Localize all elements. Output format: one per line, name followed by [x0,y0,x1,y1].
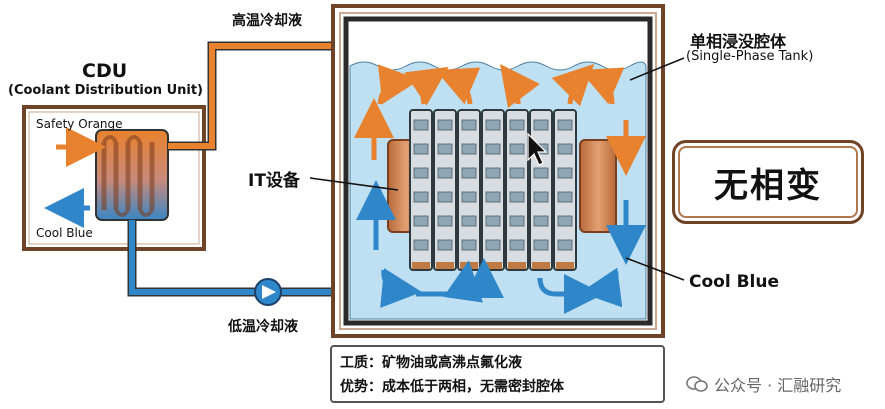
it-card-chip [557,143,573,155]
it-card-connector [508,262,526,269]
it-card-chip [557,239,573,251]
it-card-chip [461,239,477,251]
it-card-chip [437,215,453,227]
it-card-chip [557,215,573,227]
cursor-icon [527,132,548,166]
cdu-outlet-label: Cool Blue [36,226,93,240]
heat-exchanger [95,129,169,221]
it-card-chip [461,215,477,227]
it-card-chip [461,119,477,131]
cdu-title: CDU [82,60,128,82]
it-card-chip [485,239,501,251]
tank-label-cn: 单相浸没腔体 [690,32,787,51]
it-card-chip [485,215,501,227]
it-card-chip [437,119,453,131]
hot-flow-arrow [579,67,625,105]
it-card-chip [509,191,525,203]
notes-box: 工质：矿物油或高沸点氟化液 优势：成本低于两相，无需密封腔体 [330,345,665,403]
cold-coolant-label: 低温冷却液 [228,319,298,335]
cdu-subtitle: (Coolant Distribution Unit) [8,83,203,98]
it-card-chip [413,191,429,203]
it-card-chip [485,191,501,203]
it-card-chip [533,215,549,227]
it-card-chip [461,191,477,203]
it-card-chip [485,143,501,155]
cdu-inlet-label: Safety Orange [36,117,123,131]
hot-flow-arrow [404,66,449,106]
it-card-chip [437,143,453,155]
cool-flow-arrow [464,258,505,299]
tank-label-en: (Single-Phase Tank) [686,49,814,64]
it-card-chip [437,167,453,179]
hot-flow-arrow [435,67,481,105]
cdu-frame [22,105,206,251]
it-card-chip [437,191,453,203]
it-card-connector [484,262,502,269]
it-card-connector [532,262,550,269]
it-card-chip [509,119,525,131]
cool-flow-arrow [380,268,422,308]
fluid-label: Cool Blue [689,272,779,292]
hot-flow-arrow [551,63,595,107]
it-card-connector [412,262,430,269]
it-card-connector [460,262,478,269]
it-card-chip [509,143,525,155]
cold-pipe [127,220,350,297]
it-card-chip [413,167,429,179]
hot-flow-arrow [500,63,540,108]
convection-arrows [354,63,646,314]
it-card-chip [557,167,573,179]
callout-text: 无相变 [714,165,822,206]
it-card-chip [461,167,477,179]
it-card-connector [556,262,574,269]
watermark: 公众号 · 汇融研究 [686,372,841,396]
hot-coolant-label: 高温冷却液 [232,13,302,29]
no-phase-change-callout: 无相变 [672,140,864,224]
watermark-text: 公众号 · 汇融研究 [714,376,842,395]
it-equipment [409,109,577,271]
it-equipment-label: IT设备 [248,171,300,191]
it-card-chip [485,167,501,179]
it-card-chip [533,191,549,203]
it-card-chip [413,143,429,155]
it-card-chip [557,191,573,203]
it-card-chip [509,215,525,227]
notes-line-1: 工质：矿物油或高沸点氟化液 [340,355,522,371]
cool-flow-arrow [537,274,604,314]
it-card-chip [509,167,525,179]
it-card-connector [436,262,454,269]
wechat-icon [686,376,708,392]
notes-line-2: 优势：成本低于两相，无需密封腔体 [340,379,564,395]
it-card-chip [509,239,525,251]
it-card-chip [461,143,477,155]
it-card-chip [413,215,429,227]
it-card-chip [485,119,501,131]
it-card-chip [557,119,573,131]
it-card-chip [437,239,453,251]
it-card-chip [533,239,549,251]
it-card-chip [533,119,549,131]
it-card-chip [413,239,429,251]
it-card-chip [413,119,429,131]
it-copper-right [579,139,617,233]
cool-flow-arrow [580,267,623,308]
pump-icon [254,278,282,306]
it-card-chip [533,167,549,179]
